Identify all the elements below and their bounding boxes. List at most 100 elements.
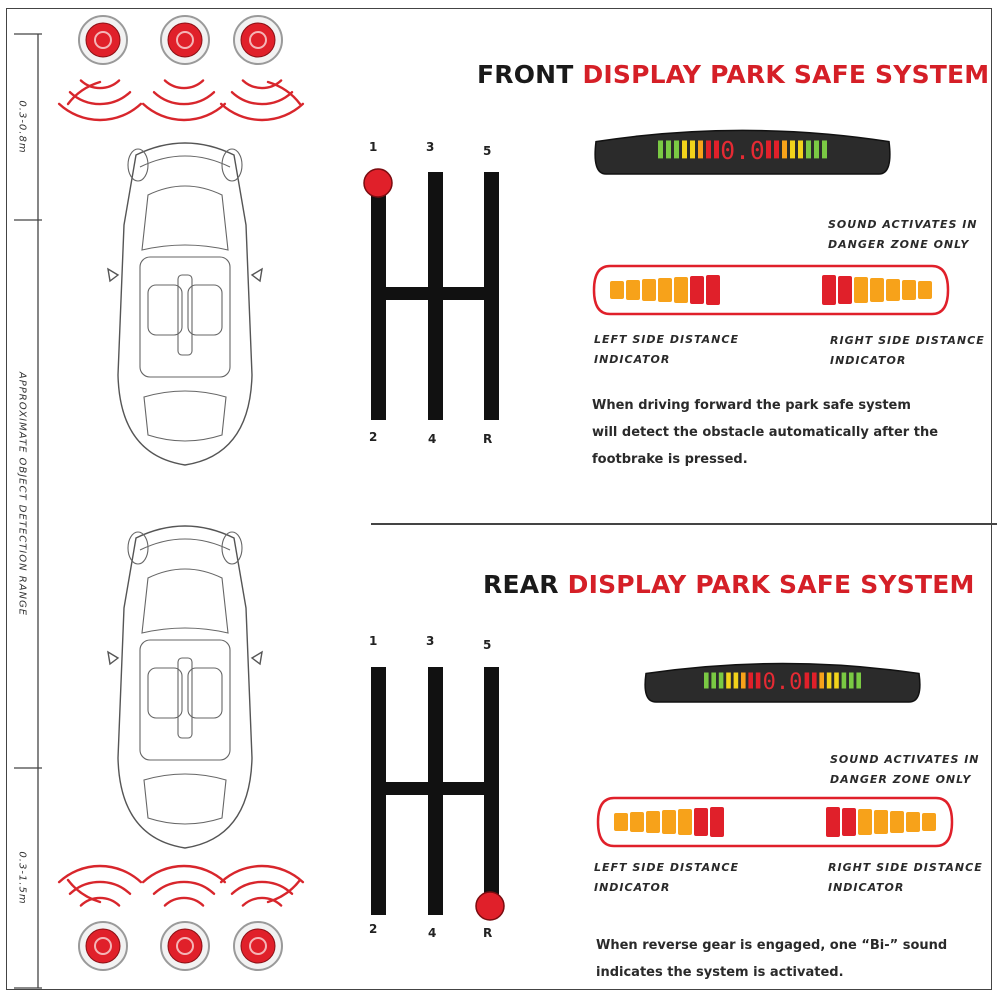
sensor-ring: [176, 31, 194, 49]
right-display-segment: [804, 672, 810, 689]
right-display-segment: [826, 672, 832, 689]
car-top-view-rear: [107, 525, 263, 849]
right-display-segment: [812, 672, 817, 689]
right-display-segment: [790, 140, 795, 159]
gear-label-2: 2: [369, 922, 378, 936]
diagram-frame: [6, 8, 992, 990]
right-indicator-bar: [918, 281, 932, 299]
side-mirror: [250, 650, 263, 666]
sensor-core: [85, 22, 121, 58]
rear-distance-indicator: [596, 796, 954, 848]
sensor-core: [240, 928, 276, 964]
front-right-indicator-label: RIGHT SIDE DISTANCE INDICATOR: [830, 334, 985, 367]
left-indicator-bar: [630, 812, 644, 832]
right-indicator-bar: [874, 810, 888, 834]
right-display-segment: [798, 140, 803, 159]
gear-label-2: 2: [369, 430, 378, 444]
right-indicator-bar: [922, 813, 936, 831]
car-hood-line: [139, 538, 231, 551]
right-display-segment: [822, 140, 827, 159]
right-indicator-bar: [858, 809, 872, 835]
car-top-view-front: [107, 142, 263, 466]
sensor-wave: [79, 896, 121, 907]
gear-label-1: 1: [369, 634, 378, 648]
trunk: [143, 390, 227, 442]
front-section-title: FRONT DISPLAY PARK SAFE SYSTEM: [477, 60, 989, 89]
left-display-segment: [755, 672, 761, 689]
seat: [187, 284, 223, 336]
gear-label-4: 4: [428, 926, 437, 940]
windshield: [141, 568, 229, 634]
left-indicator-bar: [614, 813, 628, 831]
rear-left-indicator-label: LEFT SIDE DISTANCE INDICATOR: [594, 861, 739, 894]
front-sound-label: SOUND ACTIVATES IN DANGER ZONE ONLY: [828, 218, 978, 251]
left-display-segment: [704, 672, 709, 689]
left-indicator-bar: [690, 276, 704, 304]
rear-sensor-waves: [57, 864, 305, 907]
left-indicator-bar: [674, 277, 688, 303]
car-body: [117, 142, 253, 466]
front-active-gear-marker: [363, 168, 393, 198]
right-display-segment: [814, 140, 819, 159]
sensor-wave: [241, 896, 283, 907]
rear-park-display: 0.0: [644, 662, 921, 703]
right-indicator-bar: [822, 275, 836, 305]
right-indicator-bar: [906, 812, 920, 832]
front-left-indicator-label: LEFT SIDE DISTANCE INDICATOR: [594, 333, 739, 366]
left-display-segment: [666, 140, 671, 159]
sensor-ring: [94, 31, 112, 49]
rear-active-gear-marker: [475, 891, 505, 921]
right-indicator-bar: [826, 807, 840, 837]
front-title-prefix: FRONT: [477, 60, 574, 89]
sensor-wave: [230, 91, 294, 106]
headlight: [127, 148, 149, 182]
front-description: When driving forward the park safe syste…: [592, 398, 939, 467]
left-indicator-bar: [694, 808, 708, 836]
front-park-display: 0.0: [594, 129, 891, 175]
sensor-core: [167, 22, 203, 58]
gear-label-3: 3: [426, 634, 435, 648]
trunk: [143, 773, 227, 825]
rear-title-main: DISPLAY PARK SAFE SYSTEM: [567, 570, 975, 599]
left-display-segment: [714, 140, 719, 159]
sensor-wave: [163, 896, 205, 907]
front-gear-shifter: [363, 168, 499, 420]
sensor-wave: [219, 864, 305, 884]
rear-description: When reverse gear is engaged, one “Bi-” …: [596, 938, 948, 980]
seat: [187, 667, 223, 719]
sensor-wave: [57, 864, 143, 884]
sensor-wave: [152, 91, 216, 106]
left-indicator-bar: [626, 280, 640, 300]
sensor-wave: [230, 880, 294, 895]
car-hood-line: [139, 155, 231, 168]
front-title-main: DISPLAY PARK SAFE SYSTEM: [582, 60, 990, 89]
left-indicator-bar: [658, 278, 672, 302]
right-display-segment: [856, 672, 861, 689]
left-indicator-bar: [610, 281, 624, 299]
gear-label-4: 4: [428, 432, 437, 446]
sensor-wave: [141, 102, 227, 122]
sensor-wave: [152, 880, 216, 895]
sensor-wave: [141, 864, 227, 884]
right-display-segment: [819, 672, 824, 689]
sensor-core: [85, 928, 121, 964]
left-display-segment: [726, 672, 731, 689]
sensor-ring: [94, 937, 112, 955]
left-display-segment: [741, 672, 746, 689]
left-display-segment: [733, 672, 739, 689]
detection-range-axis: [14, 33, 42, 989]
right-display-segment: [834, 672, 839, 689]
right-indicator-bar: [854, 277, 868, 303]
sensor-core: [240, 22, 276, 58]
headlight: [221, 148, 243, 182]
left-display-segment: [658, 140, 663, 159]
rear-right-indicator-label: RIGHT SIDE DISTANCE INDICATOR: [828, 861, 983, 894]
left-display-segment: [690, 140, 695, 159]
right-indicator-bar: [886, 279, 900, 301]
sensor-wave: [266, 878, 302, 904]
right-indicator-bar: [870, 278, 884, 302]
rear-sensors: [78, 921, 283, 971]
sensor-wave: [66, 80, 102, 106]
rear-sound-label: SOUND ACTIVATES IN DANGER ZONE ONLY: [830, 753, 980, 786]
